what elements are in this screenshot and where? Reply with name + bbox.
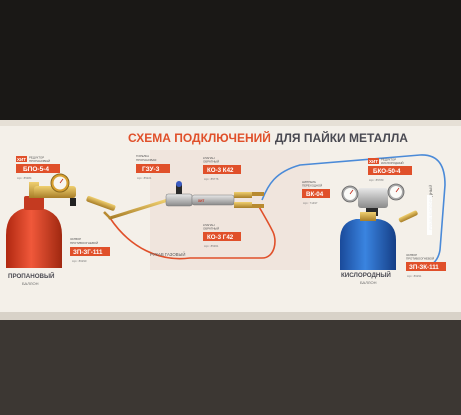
oxygen-reducer-label: ХИТ РЕДУКТОР КИСЛОРОДНЫЙ БКО-50-4 Арт.: … [368, 158, 412, 182]
svg-text:ОБРАТНЫЙ: ОБРАТНЫЙ [203, 227, 219, 231]
svg-text:ГЗУ-3: ГЗУ-3 [142, 166, 160, 173]
svg-text:Арт.: 71497: Арт.: 71497 [303, 201, 318, 205]
svg-text:Арт.: 85221: Арт.: 85221 [137, 176, 152, 180]
svg-text:Арт.: 86290: Арт.: 86290 [72, 259, 87, 263]
svg-text:ЗАТВОР: ЗАТВОР [70, 237, 81, 241]
svg-text:КО-3 Г42: КО-3 Г42 [207, 234, 234, 241]
svg-text:ЗАТВОР: ЗАТВОР [406, 253, 417, 257]
svg-text:ЗП-ЗК-111: ЗП-ЗК-111 [409, 264, 439, 271]
oxygen-cylinder [340, 212, 396, 270]
svg-text:ПРОПАНОВЫЙ: ПРОПАНОВЫЙ [29, 159, 50, 163]
svg-text:Арт.: 85384: Арт.: 85384 [17, 176, 32, 180]
svg-text:ПРОПАНОВАЯ: ПРОПАНОВАЯ [136, 158, 156, 162]
svg-text:ХИТ: ХИТ [369, 159, 378, 164]
propane-reducer-label: ХИТ РЕДУКТОР ПРОПАНОВЫЙ БПО-5-4 Арт.: 85… [16, 156, 60, 180]
svg-text:БПО-5-4: БПО-5-4 [23, 166, 49, 173]
oxygen-check-valve-label: КЛАПАН ОБРАТНЫЙ КО-3 К42 Арт.: 85776 [203, 156, 241, 181]
svg-text:Арт.: 85780: Арт.: 85780 [369, 178, 384, 182]
svg-text:ХИТ: ХИТ [198, 199, 204, 203]
svg-text:РЕДУКТОР: РЕДУКТОР [29, 156, 44, 160]
svg-text:ПРОТИВООГНЕВОЙ: ПРОТИВООГНЕВОЙ [406, 257, 434, 261]
svg-text:НИППЕЛЬ: НИППЕЛЬ [302, 180, 316, 184]
svg-text:КИСЛОРОДНЫЙ: КИСЛОРОДНЫЙ [381, 161, 404, 165]
propane-torch: ХИТ [103, 181, 264, 220]
svg-text:Арт.: 85361: Арт.: 85361 [204, 244, 219, 248]
oxygen-cylinder-sublabel: БАЛЛОН [360, 280, 377, 285]
svg-text:БКО-50-4: БКО-50-4 [373, 168, 401, 175]
svg-text:КЛАПАН: КЛАПАН [203, 156, 215, 160]
torch-label: ГОРЕЛКА ПРОПАНОВАЯ ГЗУ-3 Арт.: 85221 [136, 154, 170, 180]
svg-text:ПРОТИВООГНЕВОЙ: ПРОТИВООГНЕВОЙ [70, 241, 98, 245]
svg-text:ВК-04: ВК-04 [306, 191, 324, 198]
oxygen-flame-arrestor-label: ЗАТВОР ПРОТИВООГНЕВОЙ ЗП-ЗК-111 Арт.: 86… [406, 253, 446, 278]
gas-hose-label: РУКАВ ГАЗОВЫЙ [150, 252, 185, 257]
propane-cylinder-sublabel: БАЛЛОН [22, 281, 39, 286]
oxygen-fitting-label: НИППЕЛЬ ПЕРЕХОДНОЙ ВК-04 Арт.: 71497 [302, 180, 330, 205]
propane-reducer [34, 173, 116, 211]
diagram-subtitle: ДЛЯ ПАЙКИ МЕТАЛЛА [275, 130, 408, 145]
svg-text:Арт.: 86291: Арт.: 86291 [407, 274, 422, 278]
svg-text:ЗП-ЗГ-111: ЗП-ЗГ-111 [73, 249, 103, 256]
diagram-title: СХЕМА ПОДКЛЮЧЕНИЙ [128, 130, 271, 145]
propane-flame-arrestor-label: ЗАТВОР ПРОТИВООГНЕВОЙ ЗП-ЗГ-111 Арт.: 86… [70, 237, 110, 263]
propane-check-valve-label: КЛАПАН ОБРАТНЫЙ КО-3 Г42 Арт.: 85361 [203, 223, 241, 248]
svg-text:ПЕРЕХОДНОЙ: ПЕРЕХОДНОЙ [302, 184, 322, 188]
svg-text:РЕДУКТОР: РЕДУКТОР [381, 158, 396, 162]
svg-text:КЛАПАН: КЛАПАН [203, 223, 215, 227]
svg-text:ХИТ: ХИТ [17, 157, 26, 162]
gas-hose [109, 204, 276, 260]
svg-text:Арт.: 85776: Арт.: 85776 [204, 177, 219, 181]
oxygen-cylinder-label: КИСЛОРОДНЫЙ [341, 271, 391, 279]
svg-text:КО-3 К42: КО-3 К42 [207, 167, 234, 174]
svg-text:ОБРАТНЫЙ: ОБРАТНЫЙ [203, 160, 219, 164]
svg-text:ГОРЕЛКА: ГОРЕЛКА [136, 154, 149, 158]
propane-cylinder-label: ПРОПАНОВЫЙ [8, 272, 55, 280]
